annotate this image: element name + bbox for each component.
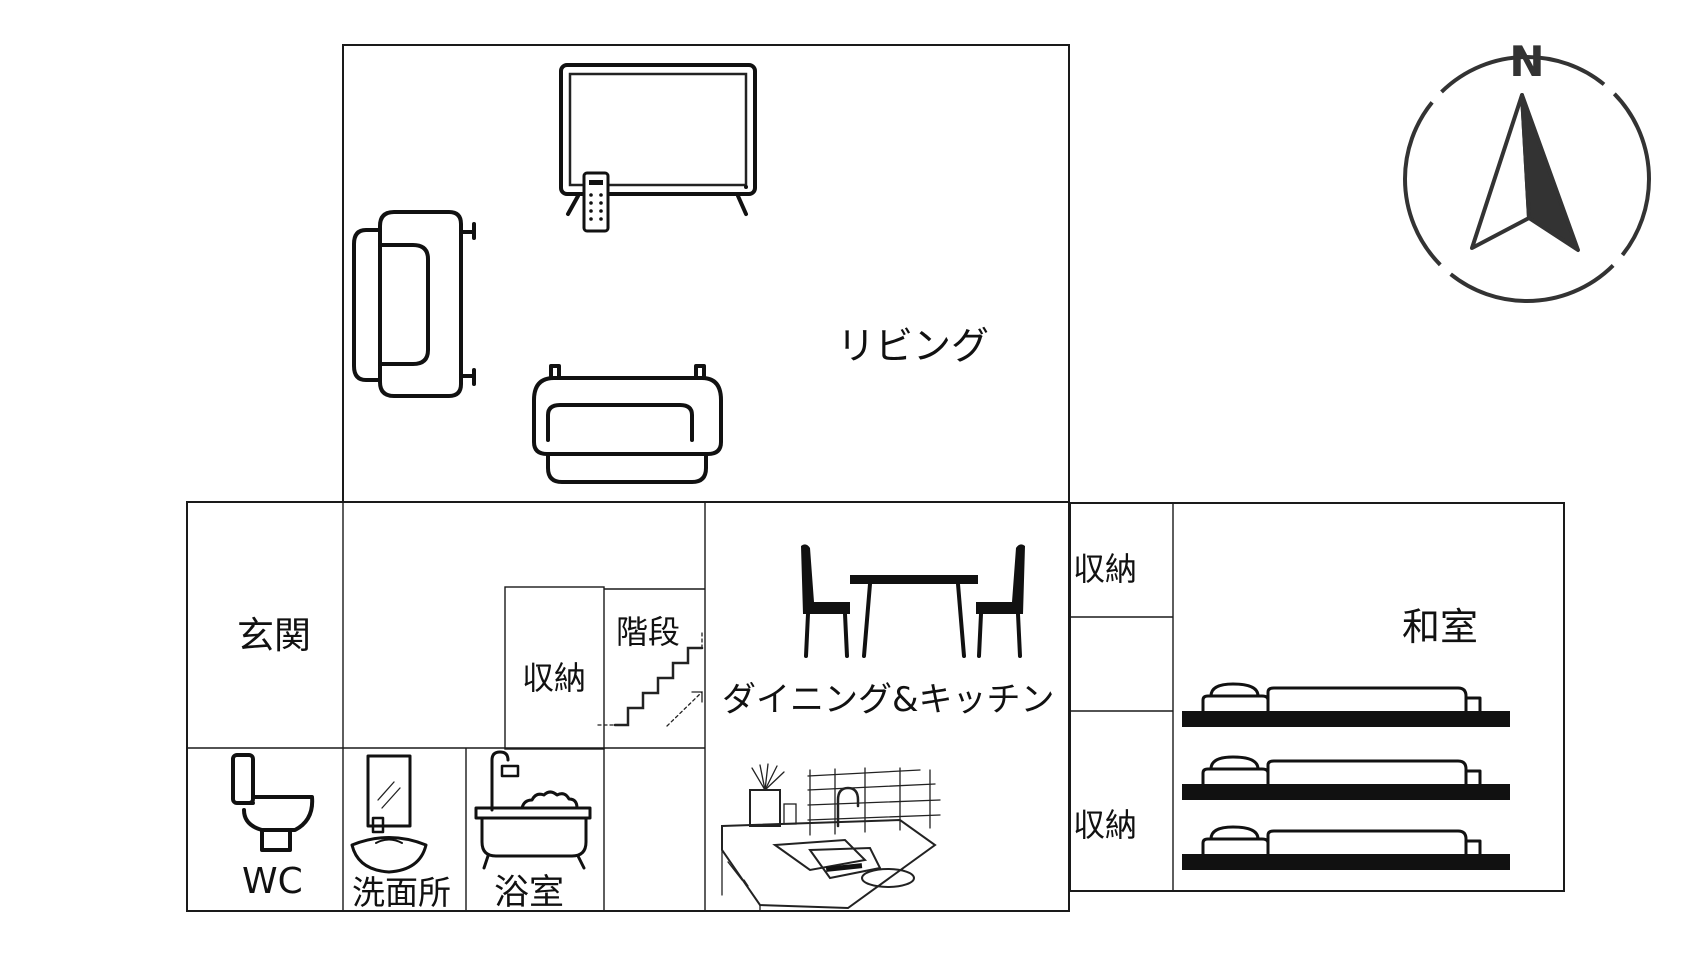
room-label-bathroom: 浴室 [494, 873, 564, 913]
toilet-icon [231, 753, 315, 852]
kitchen-sink-icon [721, 763, 941, 911]
room-label-stairs: 階段 [616, 613, 680, 651]
compass-icon: N [1403, 37, 1651, 303]
bathtub-icon [474, 750, 592, 870]
room-label-storage-lower: 収納 [1073, 806, 1137, 844]
room-label-japanese-room: 和室 [1402, 605, 1478, 649]
stairs-icon [597, 629, 704, 727]
room-label-dining-kitchen: ダイニング&キッチン [722, 680, 1055, 720]
room-label-storage-hall: 収納 [522, 659, 586, 697]
remote-icon [582, 171, 610, 233]
walls [186, 44, 1565, 912]
room-label-entrance: 玄関 [237, 614, 311, 657]
armchair-icon [532, 364, 723, 484]
sofa-icon [352, 210, 476, 398]
dining-set-icon [801, 544, 1025, 658]
room-label-storage-upper: 収納 [1073, 550, 1137, 588]
room-label-wc: WC [242, 861, 303, 902]
tv-icon [559, 63, 757, 216]
sink-icon [350, 754, 428, 874]
futon-icon [1182, 682, 1510, 870]
room-label-washroom: 洗面所 [352, 873, 451, 912]
compass-north-label: N [1509, 37, 1544, 86]
room-labels: リビング 玄関 収納 階段 ダイニング&キッチン 収納 収納 和室 WC 洗面所… [237, 324, 1478, 913]
room-label-living: リビング [837, 324, 989, 368]
